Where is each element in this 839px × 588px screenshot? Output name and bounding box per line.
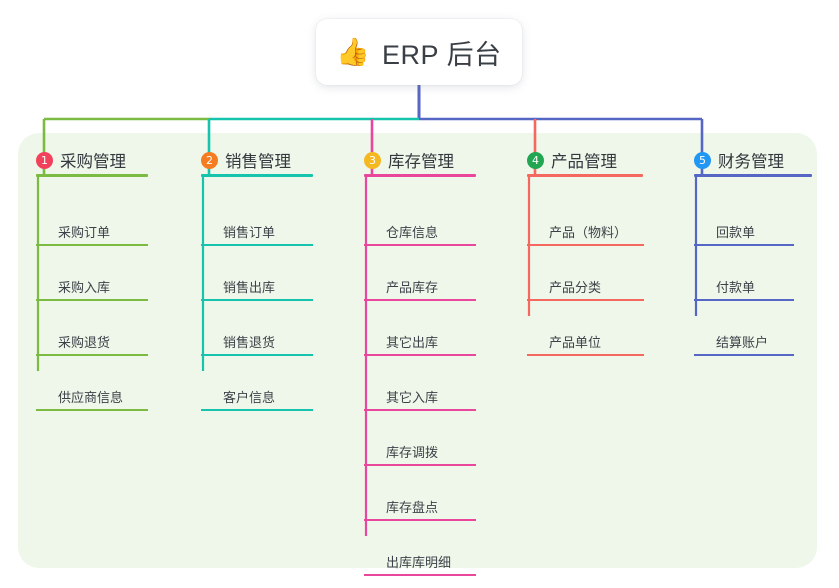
leaf-item-label: 其它出库 [386, 335, 439, 350]
leaf-item[interactable]: 其它出库 [364, 316, 476, 356]
branch-underline [527, 174, 643, 177]
leaf-item-underline [364, 574, 476, 576]
root-node-content: 👍 ERP 后台 [336, 33, 501, 72]
branch-number-badge: 3 [364, 151, 381, 169]
leaf-item[interactable]: 产品库存 [364, 261, 476, 301]
leaf-item-label: 产品单位 [549, 335, 602, 350]
leaf-item-underline [201, 244, 313, 246]
leaf-item-underline [36, 354, 148, 356]
leaf-item-underline [36, 244, 148, 246]
leaf-item-underline [36, 299, 148, 301]
leaf-item-underline [364, 299, 476, 301]
branch-header-产品管理[interactable]: 4 产品管理 [527, 143, 643, 177]
leaf-item-label: 采购订单 [58, 225, 111, 240]
leaf-item[interactable]: 库存调拨 [364, 426, 476, 466]
leaf-item-underline [694, 354, 794, 356]
leaf-item-underline [201, 409, 313, 411]
leaf-item-label: 销售出库 [223, 280, 276, 295]
leaf-item[interactable]: 其它入库 [364, 371, 476, 411]
branch-column-3: 3 库存管理仓库信息产品库存其它出库其它入库库存调拨库存盘点出库库明细 [364, 143, 476, 576]
leaf-item[interactable]: 采购入库 [36, 261, 148, 301]
branch-title: 财务管理 [718, 153, 784, 171]
leaf-item[interactable]: 销售订单 [201, 206, 313, 246]
branch-column-1: 1 采购管理采购订单采购入库采购退货供应商信息 [36, 143, 148, 411]
leaf-item[interactable]: 结算账户 [694, 316, 794, 356]
leaf-item-underline [364, 409, 476, 411]
leaf-item[interactable]: 销售出库 [201, 261, 313, 301]
leaf-item-label: 产品库存 [386, 280, 439, 295]
leaf-item[interactable]: 库存盘点 [364, 481, 476, 521]
branch-header-销售管理[interactable]: 2 销售管理 [201, 143, 313, 177]
leaf-item[interactable]: 产品（物料） [527, 206, 644, 246]
branch-underline [201, 174, 313, 177]
leaf-item-label: 回款单 [716, 225, 756, 240]
leaf-item-label: 库存盘点 [386, 500, 439, 515]
branch-title: 库存管理 [388, 153, 454, 171]
diagram-panel [18, 133, 817, 568]
leaf-item-label: 仓库信息 [386, 225, 439, 240]
branch-header-库存管理[interactable]: 3 库存管理 [364, 143, 476, 177]
branch-title: 销售管理 [225, 153, 291, 171]
branch-title: 产品管理 [551, 153, 617, 171]
leaf-item-label: 采购入库 [58, 280, 111, 295]
leaf-item-underline [527, 354, 644, 356]
branch-number-badge: 2 [201, 151, 218, 169]
branch-number-badge: 5 [694, 151, 711, 169]
branch-number-badge: 1 [36, 151, 53, 169]
leaf-item-underline [694, 244, 794, 246]
leaf-item[interactable]: 供应商信息 [36, 371, 148, 411]
leaf-item-label: 出库库明细 [386, 555, 452, 570]
leaf-item-underline [527, 244, 644, 246]
branch-column-4: 4 产品管理产品（物料） 产品分类产品单位 [527, 143, 644, 356]
branch-column-5: 5 财务管理回款单付款单结算账户 [694, 143, 812, 356]
leaf-item[interactable]: 出库库明细 [364, 536, 476, 576]
branch-header-财务管理[interactable]: 5 财务管理 [694, 143, 812, 177]
leaf-item[interactable]: 回款单 [694, 206, 794, 246]
leaf-item-label: 销售订单 [223, 225, 276, 240]
leaf-item-label: 采购退货 [58, 335, 111, 350]
leaf-item-label: 供应商信息 [58, 390, 124, 405]
leaf-item-label: 库存调拨 [386, 445, 439, 460]
leaf-item-underline [364, 244, 476, 246]
leaf-item-label: 其它入库 [386, 390, 439, 405]
leaf-item-underline [364, 354, 476, 356]
leaf-item[interactable]: 销售退货 [201, 316, 313, 356]
branch-header-采购管理[interactable]: 1 采购管理 [36, 143, 148, 177]
leaf-item-underline [364, 464, 476, 466]
leaf-item-underline [201, 299, 313, 301]
leaf-item-underline [694, 299, 794, 301]
leaf-item-label: 产品（物料） [549, 225, 628, 240]
leaf-item[interactable]: 采购订单 [36, 206, 148, 246]
leaf-item[interactable]: 付款单 [694, 261, 794, 301]
leaf-item[interactable]: 产品分类 [527, 261, 644, 301]
root-title: ERP 后台 [382, 39, 502, 70]
branch-underline [36, 174, 148, 177]
leaf-item[interactable]: 采购退货 [36, 316, 148, 356]
branch-column-2: 2 销售管理销售订单销售出库销售退货客户信息 [201, 143, 313, 411]
leaf-item[interactable]: 产品单位 [527, 316, 644, 356]
leaf-item-label: 客户信息 [223, 390, 276, 405]
root-node[interactable]: 👍 ERP 后台 [316, 19, 522, 85]
leaf-item-label: 结算账户 [716, 335, 769, 350]
leaf-item-label: 销售退货 [223, 335, 276, 350]
leaf-item-underline [364, 519, 476, 521]
branch-title: 采购管理 [60, 153, 126, 171]
leaf-item[interactable]: 仓库信息 [364, 206, 476, 246]
branch-underline [694, 174, 812, 177]
leaf-item-label: 产品分类 [549, 280, 602, 295]
leaf-item-underline [527, 299, 644, 301]
leaf-item-underline [201, 354, 313, 356]
branch-underline [364, 174, 476, 177]
thumbs-up-icon: 👍 [336, 36, 371, 67]
branch-number-badge: 4 [527, 151, 544, 169]
leaf-item-underline [36, 409, 148, 411]
leaf-item-label: 付款单 [716, 280, 756, 295]
leaf-item[interactable]: 客户信息 [201, 371, 313, 411]
